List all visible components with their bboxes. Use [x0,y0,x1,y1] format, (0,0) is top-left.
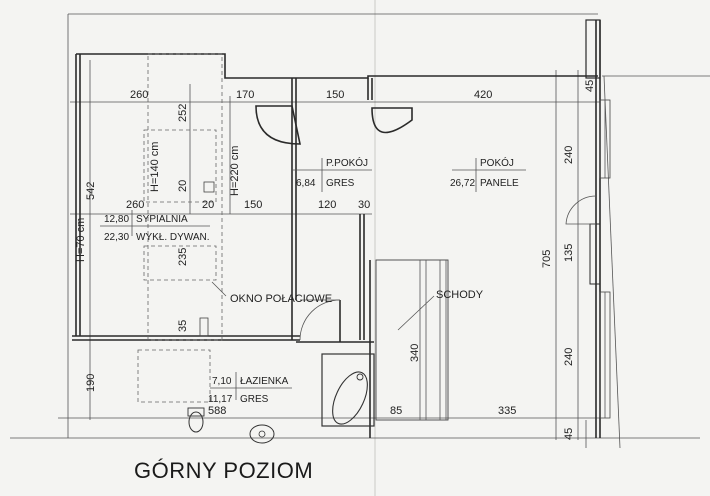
dim-240-bottom: 240 [563,348,575,366]
dim-240-top: 240 [563,146,575,164]
label-h140: H=140 cm [149,142,161,192]
stairs [375,259,449,421]
doors [299,195,597,341]
room-sypialnia-area2: 22,30 [104,232,129,243]
shaft-symbol [199,317,209,337]
dim-top-260: 260 [130,89,148,101]
skylight-outlines [137,53,223,403]
room-ppokoj-floor: GRES [326,178,355,189]
walls [72,19,710,449]
label-h70: H=70 cm [75,218,87,262]
room-sypialnia-area: 12,80 [104,214,129,225]
dim-mid-260: 260 [126,199,144,211]
room-sypialnia-floor: WYKŁ. DYWAN. [136,232,210,243]
windows-right-wall [599,99,611,419]
label-schody: SCHODY [436,289,484,301]
room-ppokoj-area: 6,84 [296,178,316,189]
room-lazienka-name: ŁAZIENKA [240,376,289,387]
toilet [187,407,205,433]
label-okno-polaciowe: OKNO POŁACIOWE [230,293,332,305]
dim-top-420: 420 [474,89,492,101]
dim-542: 542 [85,182,97,200]
plan-title: GÓRNY POZIOM [134,458,313,483]
dim-mid-150: 150 [244,199,262,211]
leader-schody [397,295,435,331]
room-ppokoj-name: P.POKÓJ [326,156,368,169]
label-h220: H=220 cm [229,146,241,196]
dim-top-170: 170 [236,89,254,101]
dim-mid-30: 30 [358,199,370,211]
dim-135: 135 [563,244,575,262]
leader-okno [211,281,227,297]
dim-top-45: 45 [584,80,596,92]
room-pokoj-floor: PANELE [480,178,519,189]
room-lazienka-area2: 11,17 [208,394,233,405]
room-pokoj-area: 26,72 [450,178,475,189]
room-lazienka-floor: GRES [240,394,269,405]
dim-20-vertical: 20 [177,180,189,192]
room-lazienka-area: 7,10 [212,376,232,387]
room-label-lines [100,158,526,400]
bathtub [321,353,375,427]
dim-35: 35 [177,320,189,332]
bathroom-sink [249,424,275,444]
dim-bottom-45: 45 [563,428,575,440]
dim-335: 335 [498,405,516,417]
washbasin-top [255,105,413,145]
room-pokoj-name: POKÓJ [480,156,514,169]
dim-252: 252 [177,104,189,122]
dim-190: 190 [85,374,97,392]
dim-705: 705 [541,250,553,268]
dim-588: 588 [208,405,226,417]
dim-85: 85 [390,405,402,417]
room-sypialnia-name: SYPIALNIA [136,214,188,225]
dim-mid-20: 20 [202,199,214,211]
dim-235: 235 [177,248,189,266]
dim-340: 340 [409,344,421,362]
dim-top-150: 150 [326,89,344,101]
chimney-symbol [203,181,215,193]
dim-mid-120: 120 [318,199,336,211]
